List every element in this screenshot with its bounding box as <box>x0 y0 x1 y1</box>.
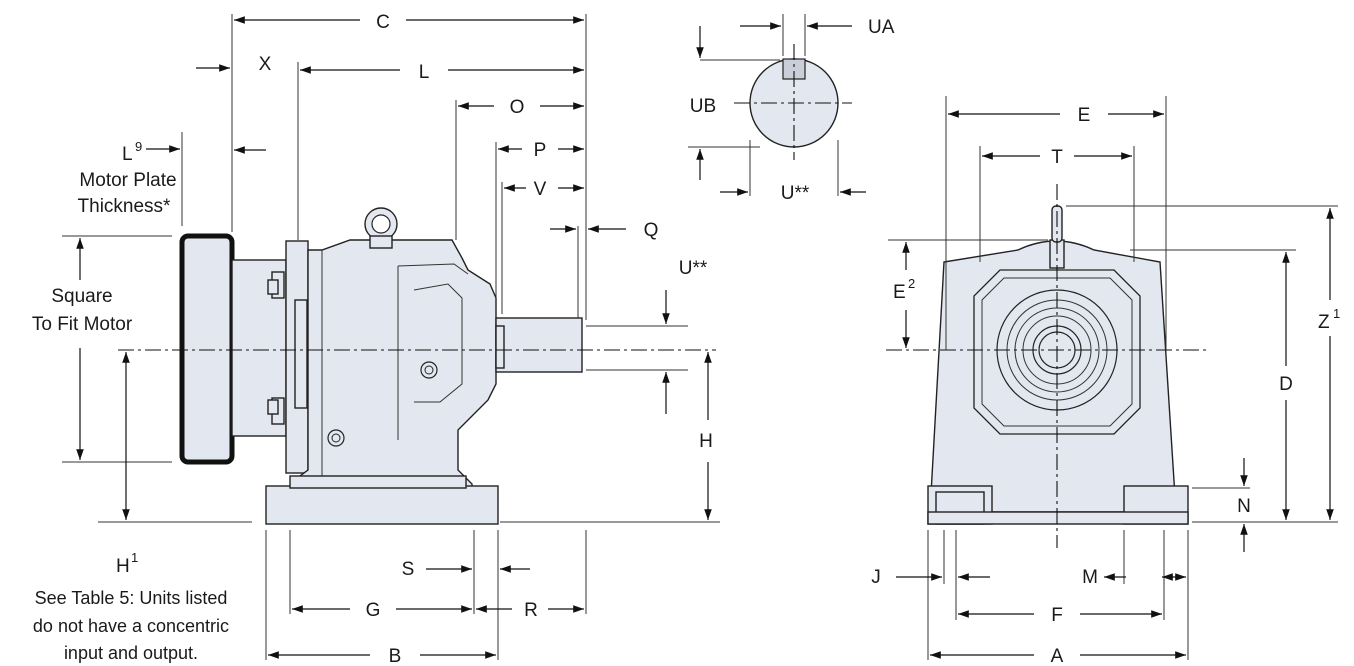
svg-text:2: 2 <box>908 276 915 291</box>
dim-J: J <box>871 567 881 588</box>
base-foot <box>265 485 499 525</box>
dim-F: F <box>1051 605 1063 626</box>
dim-O: O <box>510 97 525 118</box>
dim-UB: UB <box>690 96 716 117</box>
motor-plate <box>179 233 235 465</box>
dim-V: V <box>534 179 547 200</box>
dim-R: R <box>524 600 538 621</box>
svg-text:9: 9 <box>135 139 142 154</box>
motor-plate-label: Motor Plate <box>79 170 176 191</box>
dim-E2: E <box>893 282 906 303</box>
dim-L9: L <box>122 144 133 165</box>
svg-text:1: 1 <box>1333 306 1340 321</box>
svg-text:1: 1 <box>131 550 138 565</box>
side-view <box>179 207 583 525</box>
dim-U-section: U** <box>781 183 810 204</box>
table-note-2: do not have a concentric <box>33 616 229 636</box>
dim-S: S <box>402 559 415 580</box>
dim-D: D <box>1279 374 1293 395</box>
table-note-3: input and output. <box>64 643 198 663</box>
dim-A: A <box>1051 646 1064 666</box>
motor-plate-label-2: Thickness* <box>78 196 172 217</box>
dim-H: H <box>699 431 713 452</box>
dim-U-side: U** <box>679 258 708 279</box>
table-note-1: See Table 5: Units listed <box>35 588 228 608</box>
dim-E: E <box>1078 105 1091 126</box>
dim-UA: UA <box>868 17 895 38</box>
drain-plug <box>420 361 438 379</box>
dim-H1: H <box>116 556 130 577</box>
dim-G: G <box>366 600 381 621</box>
front-housing <box>929 240 1177 513</box>
dim-B: B <box>389 646 402 666</box>
dim-C: C <box>376 12 390 33</box>
dim-P: P <box>534 140 547 161</box>
square-label: Square <box>51 286 112 307</box>
front-view <box>927 205 1189 525</box>
shaft-section-view <box>734 44 852 160</box>
dim-X: X <box>259 54 272 75</box>
fill-plug <box>327 429 345 447</box>
dim-T: T <box>1051 147 1063 168</box>
output-shaft <box>495 317 583 373</box>
square-label-2: To Fit Motor <box>32 314 133 335</box>
dim-M: M <box>1082 567 1098 588</box>
dim-Z1: Z <box>1318 312 1330 333</box>
dim-N: N <box>1237 496 1251 517</box>
dim-Q: Q <box>644 220 659 241</box>
dim-L: L <box>419 62 430 83</box>
